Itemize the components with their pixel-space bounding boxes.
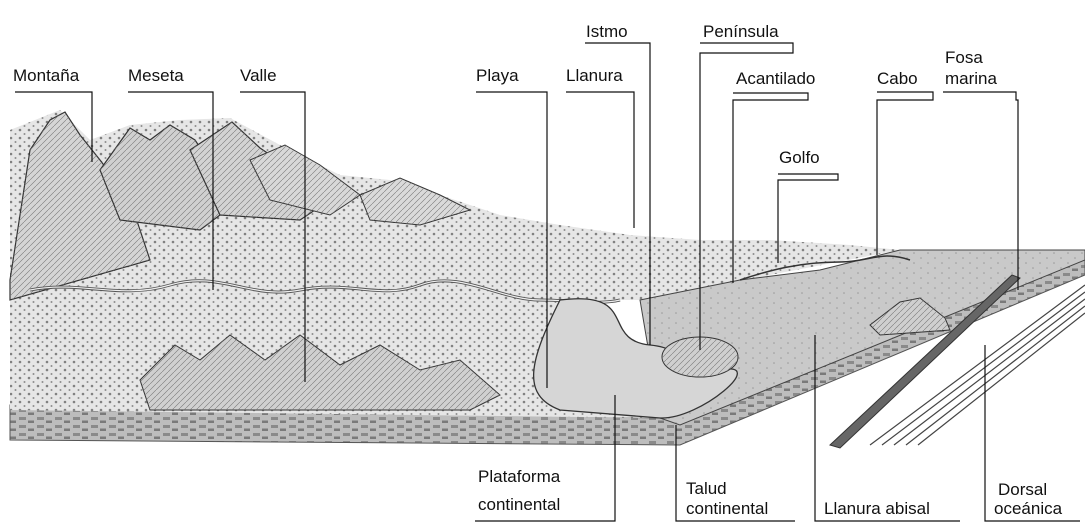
label-valle: Valle [240,66,277,86]
label-peninsula: Península [703,22,779,42]
leader-cabo [877,92,933,255]
leader-llanura [566,92,634,228]
label-llanura: Llanura [566,66,623,86]
label-playa: Playa [476,66,519,86]
label-fosa-line2: marina [945,69,997,89]
label-fosa-line1: Fosa [945,48,983,68]
label-dorsal-line2: oceánica [994,497,1062,521]
label-montana: Montaña [13,66,79,86]
label-meseta: Meseta [128,66,184,86]
label-istmo: Istmo [586,22,628,42]
label-talud-line2: continental [686,497,768,521]
label-llanura-abisal: Llanura abisal [824,497,930,521]
label-plataforma-line2: continental [478,493,560,517]
label-plataforma-line1: Plataforma [478,465,560,489]
label-golfo: Golfo [779,148,820,168]
label-cabo: Cabo [877,69,918,89]
label-acantilado: Acantilado [736,69,815,89]
